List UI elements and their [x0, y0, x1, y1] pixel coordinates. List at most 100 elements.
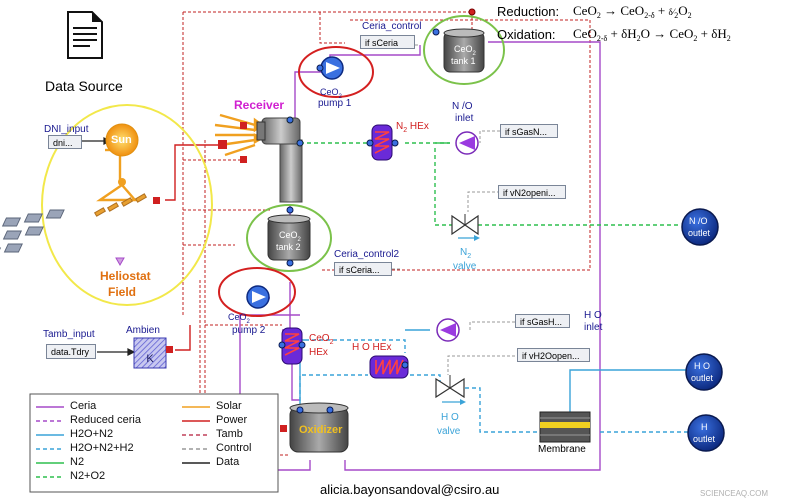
ceria-tank-1-icon	[443, 28, 485, 73]
oxidizer-power-port[interactable]	[280, 425, 287, 432]
membrane-icon	[539, 411, 591, 443]
sun-icon	[105, 123, 139, 157]
ceria-hex-label-line2: HEx	[309, 347, 328, 358]
n2o2-inlet-source-icon	[455, 131, 479, 155]
heliostat-label-line2: Field	[108, 285, 137, 299]
n2o2-outlet-label-line1: N /O	[689, 216, 708, 226]
oxidizer-icon	[289, 402, 349, 453]
focus-point-icon	[118, 178, 126, 186]
author-email: alicia.bayonsandoval@csiro.au	[320, 482, 500, 497]
ceria-control2-label: Ceria_control2	[334, 249, 400, 260]
if-sgash-box[interactable]: if sGasH...	[515, 314, 570, 328]
power-lines	[165, 144, 220, 351]
ceria-control-label: Ceria_control	[362, 21, 422, 32]
legend-label-4: N2	[70, 456, 85, 468]
oxidation-label: Oxidation:	[497, 27, 556, 42]
data-source-document-icon	[67, 11, 103, 59]
legend-label-5: N2+O2	[70, 470, 106, 482]
dni-input-label: DNI_input	[44, 124, 89, 135]
oxidizer-label: Oxidizer	[299, 424, 343, 436]
data-lines	[82, 137, 136, 356]
n2-hex-label: N2 HEx	[396, 121, 429, 135]
if-vh2open-box[interactable]: if vH2Oopen...	[517, 348, 590, 362]
ceria-hex-label-line1: CeO2	[309, 333, 334, 347]
ambient-block-icon: K	[133, 337, 167, 369]
legend-label-9: Control	[216, 442, 252, 454]
tank2-label-line2: tank 2	[276, 242, 301, 252]
legend-label-8: Tamb	[216, 428, 243, 440]
if-sceria-1-box[interactable]: if sCeria	[360, 35, 415, 49]
n2o2-outlet-icon	[681, 208, 719, 246]
heliostat-power-port[interactable]	[153, 197, 160, 204]
legend-label-1: Reduced ceria	[70, 414, 141, 426]
watermark: SCIENCEAQ.COM	[700, 489, 769, 498]
h2-outlet-label-line1: H	[701, 422, 708, 432]
pump1-highlight	[298, 46, 374, 98]
n2o2-outlet-label-line2: outlet	[688, 228, 711, 238]
legend-swatches	[36, 406, 210, 478]
legend-label-6: Solar	[216, 400, 242, 412]
receiver-ambient-port[interactable]	[240, 156, 247, 163]
data-source-label: Data Source	[45, 78, 123, 94]
tank1-highlight	[423, 15, 505, 85]
receiver-label: Receiver	[234, 98, 285, 112]
h2-outlet-icon	[687, 414, 725, 452]
h2-outlet-label-line2: outlet	[693, 434, 716, 444]
receiver-icon	[256, 116, 304, 203]
h2o-valve-label-line2: valve	[437, 426, 461, 437]
receiver-control-port[interactable]	[240, 122, 247, 129]
n2o2-inlet-label-line1: N /O	[452, 101, 473, 112]
receiver-power-port[interactable]	[218, 140, 227, 149]
n2-valve-label-line2: valve	[453, 261, 477, 272]
if-sceria-2-box[interactable]: if sCeria...	[334, 262, 392, 276]
n2-heat-exchanger-icon	[371, 124, 393, 161]
pump1-label-line2: pump 1	[318, 98, 352, 109]
tank1-label-line2: tank 1	[451, 56, 476, 66]
membrane-label: Membrane	[538, 444, 586, 455]
tamb-port-box[interactable]: data.Tdry	[46, 344, 96, 359]
heliostat-field-icon	[0, 193, 148, 267]
legend-label-3: H2O+N2+H2	[70, 442, 134, 454]
if-sgasn-box[interactable]: if sGasN...	[500, 124, 558, 138]
ceria-tank-2-icon	[267, 214, 311, 261]
dni-port-box[interactable]: dni...	[48, 135, 82, 149]
h2o-inlet-label-line2: inlet	[584, 322, 603, 333]
h2o-inlet-source-icon	[436, 318, 460, 342]
ceria-heat-exchanger-icon	[281, 327, 303, 365]
n2-valve-label-line1: N2	[460, 247, 472, 261]
water-hydrogen-flow-lines	[294, 339, 690, 433]
h2o-inlet-label-line1: H O	[584, 310, 602, 321]
h2o-hex-label: H O HEx	[352, 342, 392, 353]
pump2-highlight	[218, 267, 296, 317]
if-vn2open-box[interactable]: if vN2openi...	[498, 185, 566, 199]
h2o-outlet-label-line1: H O	[694, 361, 711, 371]
n2-o2-flow-lines	[300, 142, 680, 226]
oxidation-equation: CeO2-δ + δH2O → CeO2 + δH2	[573, 26, 731, 43]
ambient-label: Ambien	[126, 325, 160, 336]
ceria-pump-2-icon	[246, 285, 270, 309]
control-lines	[182, 11, 591, 456]
svg-text:K: K	[146, 353, 154, 365]
reaction-equations: CeO2 → CeO2-δ + δ⁄2O2 CeO2-δ + δH2O → Ce…	[573, 3, 731, 43]
heliostat-label-line1: Heliostat	[100, 269, 151, 283]
tamb-input-label: Tamb_input	[43, 329, 95, 340]
signal-lines	[392, 44, 515, 375]
tank2-highlight	[246, 204, 332, 272]
connector-dots	[278, 8, 476, 414]
h2o-heat-exchanger-icon	[369, 355, 409, 379]
pump1-label-line1: CeO2	[320, 87, 342, 100]
pump2-label-line1: CeO2	[228, 312, 250, 325]
ambient-port[interactable]	[166, 346, 173, 353]
sun-label: Sun	[111, 134, 132, 146]
n2-valve-icon	[451, 214, 480, 241]
h2o-outlet-label-line2: outlet	[691, 373, 714, 383]
legend-panel	[29, 393, 279, 493]
legend-label-2: H2O+N2	[70, 428, 114, 440]
legend-label-0: Ceria	[70, 400, 97, 412]
tank2-label-line1: CeO2	[279, 230, 301, 243]
tank1-label-line1: CeO2	[454, 44, 476, 57]
ceria-pump-1-icon	[320, 56, 344, 80]
h2o-valve-label-line1: H O	[441, 412, 459, 423]
